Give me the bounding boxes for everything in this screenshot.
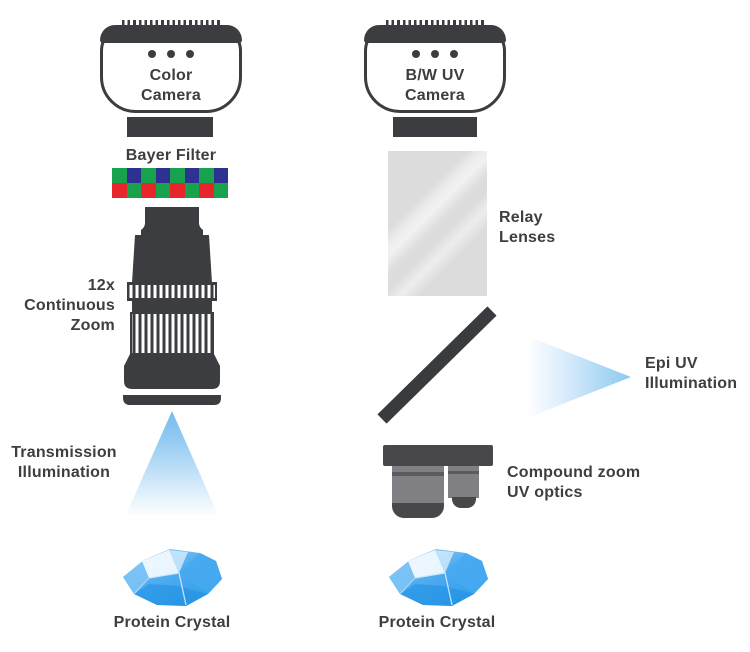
objective-joint-line	[448, 471, 479, 474]
camera-top-cap	[100, 25, 242, 43]
camera-dots-icon	[367, 50, 503, 58]
zoom-lens-label: 12x Continuous Zoom	[24, 277, 115, 334]
epi-uv-light-cone	[527, 336, 631, 418]
camera-top-cap	[364, 25, 506, 43]
bayer-cell-green	[126, 183, 141, 198]
dichroic-mirror	[377, 306, 497, 424]
bayer-cell-green	[155, 183, 170, 198]
protein-crystal-label: Protein Crystal	[113, 614, 231, 631]
compound-optics-label: Compound zoom UV optics	[507, 464, 641, 501]
objective-joint-line	[392, 472, 444, 476]
bw-uv-camera-label: B/W UV Camera	[405, 67, 465, 104]
bayer-cell-blue	[126, 168, 141, 183]
relay-lenses-label: Relay Lenses	[499, 209, 556, 246]
camera-mount	[127, 117, 213, 137]
bayer-cell-green	[170, 168, 185, 183]
zoom-lens	[123, 207, 221, 405]
protein-crystal-label: Protein Crystal	[378, 614, 496, 631]
bayer-cell-red	[170, 183, 185, 198]
camera-dots-icon	[103, 50, 239, 58]
objective-large-cap	[392, 503, 444, 518]
color-camera-label: Color Camera	[141, 67, 201, 104]
camera-ridges-icon	[386, 20, 484, 26]
bayer-cell-green	[199, 168, 214, 183]
bayer-cell-red	[199, 183, 214, 198]
bayer-cell-red	[141, 183, 156, 198]
relay-lenses	[388, 151, 487, 296]
bayer-cell-green	[112, 168, 127, 183]
bayer-cell-blue	[155, 168, 170, 183]
transmission-label: Transmission Illumination	[11, 444, 117, 481]
bayer-cell-green	[141, 168, 156, 183]
color-camera: Color Camera	[100, 20, 242, 113]
objective-small-tip	[452, 497, 476, 508]
epi-uv-label: Epi UV Illumination	[645, 355, 738, 392]
objective-small	[448, 466, 479, 498]
bayer-filter	[112, 168, 228, 198]
bayer-cell-red	[112, 183, 127, 198]
protein-crystal	[123, 549, 222, 606]
camera-ridges-icon	[122, 20, 220, 26]
bayer-cell-blue	[184, 168, 199, 183]
transmission-light-cone	[125, 411, 219, 517]
camera-mount	[393, 117, 477, 137]
bayer-cell-green	[184, 183, 199, 198]
protein-crystal	[389, 549, 488, 606]
objective-large	[392, 466, 444, 504]
bayer-cell-green	[213, 183, 228, 198]
bayer-filter-label: Bayer Filter	[125, 147, 217, 164]
bw-uv-camera: B/W UV Camera	[364, 20, 506, 113]
objective-turret-bar	[383, 445, 493, 466]
bayer-cell-blue	[213, 168, 228, 183]
